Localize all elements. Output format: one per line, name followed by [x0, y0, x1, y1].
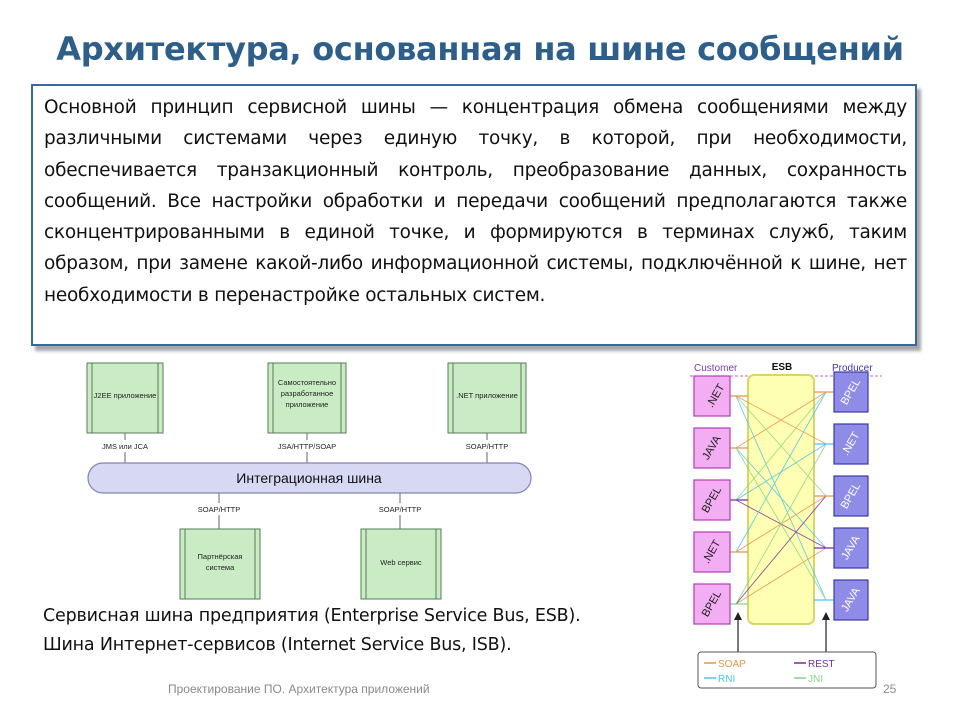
customer-node: .NET: [693, 531, 731, 573]
protocol-legend: [697, 651, 877, 689]
system-label: .NET приложение: [456, 391, 518, 400]
protocol-label: SOAP/HTTP: [379, 505, 422, 514]
system-box-dotnet: .NET приложение: [447, 362, 527, 434]
producer-node: JAVA: [833, 527, 869, 569]
customer-node: .NET: [693, 375, 731, 417]
system-label: Партнёрская: [198, 552, 243, 561]
esb-header: ESB: [772, 362, 793, 373]
producer-header: Producer: [832, 363, 873, 374]
bus-label: Интеграционная шина: [236, 470, 382, 486]
esb-connections: [735, 391, 827, 605]
system-label: приложение: [286, 400, 329, 409]
system-label: Web сервис: [380, 558, 422, 567]
customer-node: BPEL: [693, 479, 731, 521]
legend-label: JNI: [808, 674, 823, 685]
principle-text-box: Основной принцип сервисной шины — концен…: [31, 84, 917, 346]
producer-node: BPEL: [833, 371, 869, 413]
legend-label: SOAP: [718, 659, 746, 670]
system-box-custom-app: Самостоятельно разработанное приложение: [267, 362, 347, 434]
system-box-web-service: Web сервис: [360, 528, 442, 600]
integration-bus-diagram: J2EE приложение Самостоятельно разработа…: [86, 362, 532, 600]
producer-node: .NET: [833, 423, 869, 465]
system-box-j2ee: J2EE приложение: [86, 362, 164, 434]
integration-bus: [87, 462, 532, 494]
protocol-label: JSA/HTTP/SOAP: [278, 442, 336, 451]
system-label: система: [206, 563, 235, 572]
page-number: 25: [883, 682, 897, 696]
caption-isb: Шина Интернет-сервисов (Internet Service…: [43, 635, 512, 655]
producer-node: JAVA: [833, 579, 869, 621]
legend-label: REST: [808, 659, 835, 670]
esb-bus: [747, 374, 815, 625]
slide-title: Архитектура, основанная на шине сообщени…: [56, 30, 904, 68]
customer-node: BPEL: [693, 583, 731, 625]
legend-label: RNI: [718, 674, 735, 685]
protocol-label: JMS или JCA: [102, 442, 148, 451]
caption: Сервисная шина предприятия (Enterprise S…: [43, 602, 683, 660]
principle-text: Основной принцип сервисной шины — концен…: [44, 97, 907, 306]
system-label: Самостоятельно: [278, 378, 336, 387]
system-label: J2EE приложение: [94, 391, 157, 400]
system-box-partner: Партнёрская система: [179, 528, 261, 600]
customer-header: Customer: [694, 363, 738, 374]
esb-diagram: Customer ESB Producer .NET: [690, 362, 882, 689]
footer-text: Проектирование ПО. Архитектура приложени…: [168, 682, 430, 696]
system-label: разработанное: [281, 389, 334, 398]
customer-node: JAVA: [693, 427, 731, 469]
protocol-label: SOAP/HTTP: [466, 442, 509, 451]
protocol-label: SOAP/HTTP: [198, 505, 241, 514]
caption-esb: Сервисная шина предприятия (Enterprise S…: [43, 606, 581, 626]
producer-node: BPEL: [833, 475, 869, 517]
